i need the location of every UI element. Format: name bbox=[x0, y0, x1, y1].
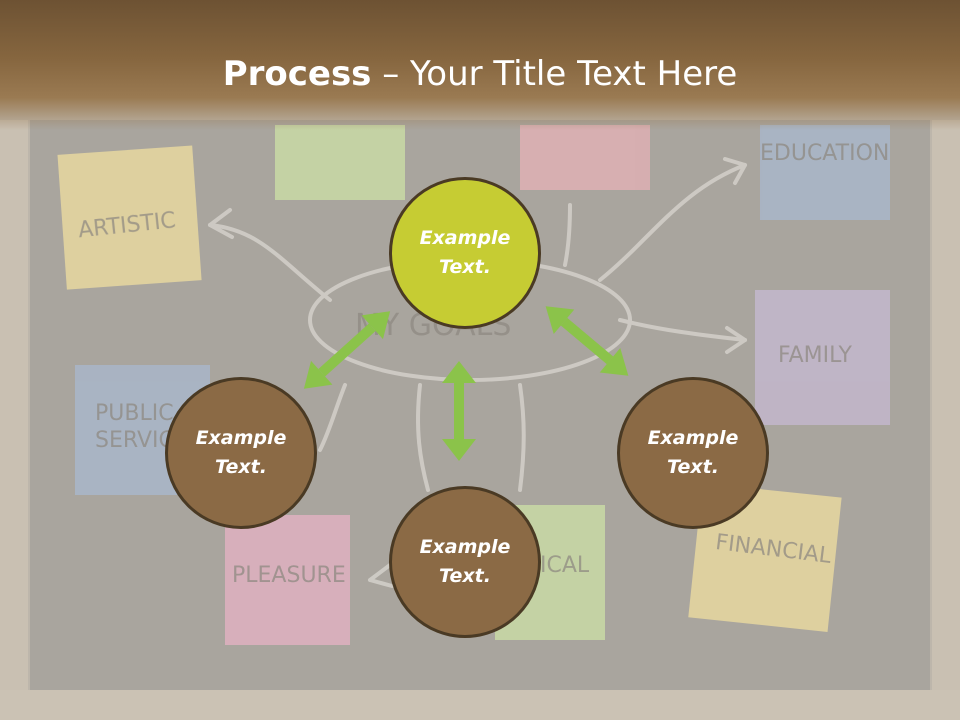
node-left[interactable]: Example Text. bbox=[165, 377, 317, 529]
node-right[interactable]: Example Text. bbox=[617, 377, 769, 529]
node-top[interactable]: Example Text. bbox=[389, 177, 541, 329]
note-family: FAMILY bbox=[778, 343, 852, 368]
node-bottom[interactable]: Example Text. bbox=[389, 486, 541, 638]
note-education: EDUCATION bbox=[760, 141, 889, 166]
note-physical: ICAL bbox=[540, 553, 590, 578]
node-left-text: Example Text. bbox=[195, 427, 287, 478]
node-right-text: Example Text. bbox=[647, 427, 739, 478]
title-band bbox=[0, 0, 960, 130]
title-bold: Process bbox=[222, 54, 372, 94]
note-pleasure: PLEASURE bbox=[232, 563, 346, 588]
node-top-text: Example Text. bbox=[419, 227, 511, 278]
slide-title: Process – Your Title Text Here bbox=[0, 52, 960, 96]
node-bottom-text: Example Text. bbox=[419, 536, 511, 587]
title-rest: – Your Title Text Here bbox=[371, 54, 738, 94]
note-public: PUBLIC bbox=[95, 401, 174, 426]
